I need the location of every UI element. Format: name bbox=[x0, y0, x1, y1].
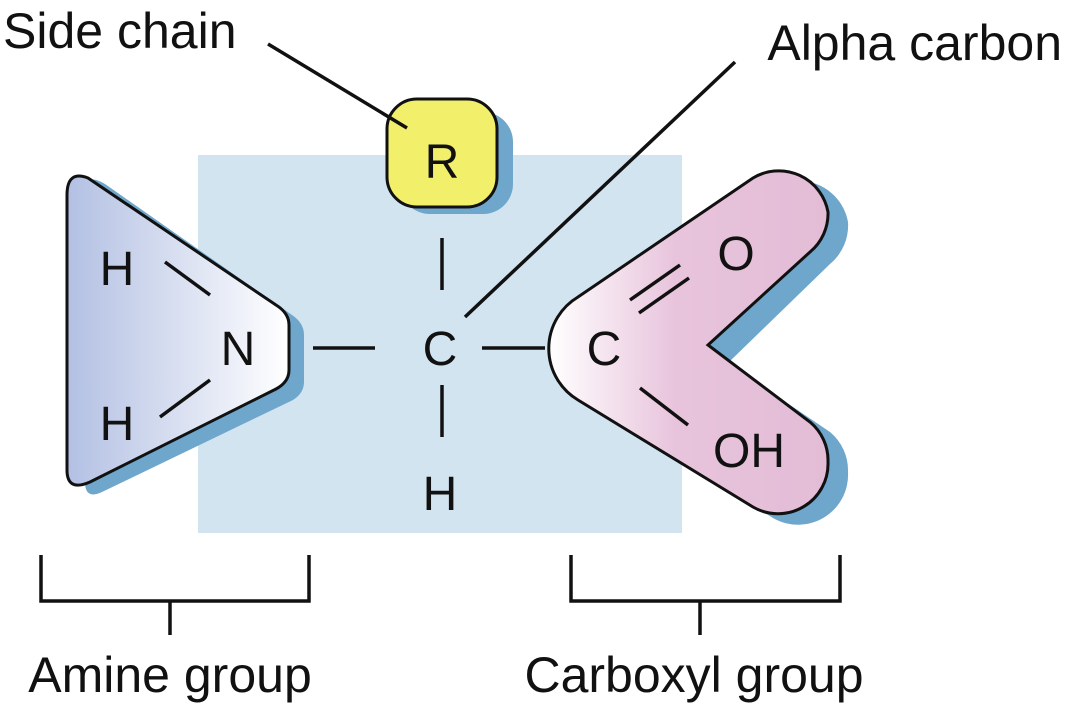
bond-h-n-top bbox=[163, 260, 212, 297]
carboxyl-group-label: Carboxyl group bbox=[524, 647, 863, 703]
bond-c-o-double-2 bbox=[637, 276, 691, 315]
side-chain-label: Side chain bbox=[3, 3, 237, 59]
atom-oh: OH bbox=[713, 425, 785, 478]
atom-h-amine-bottom: H bbox=[100, 398, 135, 451]
bond-c-oh bbox=[638, 386, 690, 427]
atom-n: N bbox=[221, 323, 256, 376]
bond-c-o-double-1 bbox=[628, 263, 682, 302]
atom-h-amine-top: H bbox=[100, 243, 135, 296]
atom-h-alpha: H bbox=[423, 468, 458, 521]
alpha-carbon-label: Alpha carbon bbox=[767, 15, 1062, 71]
atom-c-alpha: C bbox=[423, 323, 458, 376]
amine-group-label: Amine group bbox=[28, 647, 312, 703]
atom-o: O bbox=[717, 228, 754, 281]
side-chain-leader bbox=[267, 42, 408, 130]
amine-bracket bbox=[39, 555, 311, 635]
bond-h-n-bottom bbox=[158, 378, 212, 419]
alpha-carbon-leader bbox=[463, 60, 737, 319]
side-chain-box bbox=[385, 97, 499, 209]
carboxyl-shape bbox=[547, 169, 830, 516]
atom-c-carboxyl: C bbox=[587, 323, 622, 376]
atom-r: R bbox=[425, 136, 460, 189]
carboxyl-bracket bbox=[569, 555, 842, 635]
amine-shape bbox=[65, 174, 291, 487]
